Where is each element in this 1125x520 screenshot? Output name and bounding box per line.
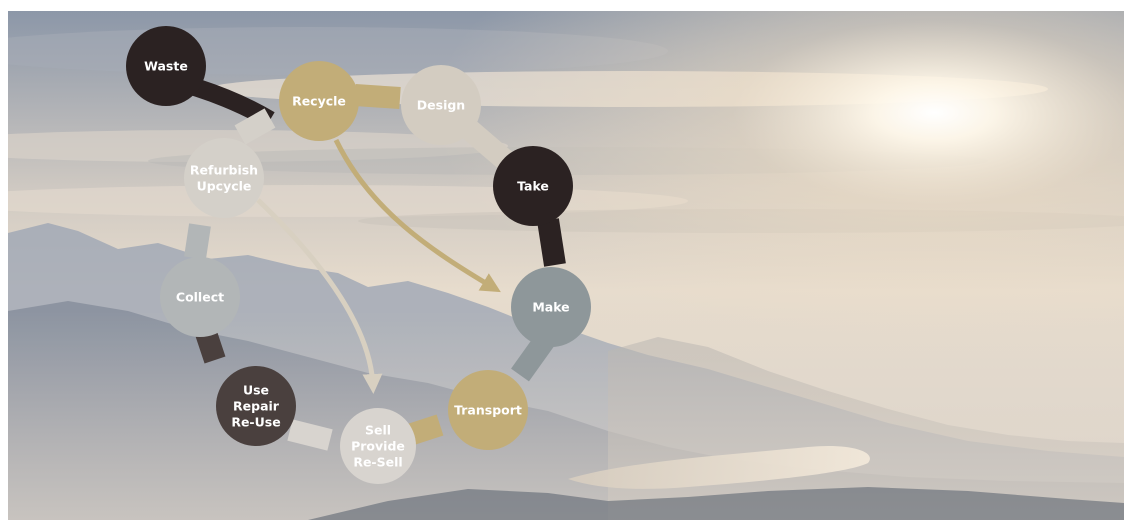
node-take-circle: [493, 146, 573, 226]
connector-take-make: [537, 218, 566, 267]
node-use-circle: [216, 366, 296, 446]
node-waste-label: Waste: [144, 59, 188, 74]
node-sell-label: Provide: [351, 439, 405, 454]
connector-make-transport: [511, 333, 554, 382]
node-waste: Waste: [126, 26, 206, 106]
node-collect-circle: [160, 257, 240, 337]
node-transport-label: Transport: [454, 403, 522, 418]
node-design-circle: [401, 65, 481, 145]
node-recycle-circle: [279, 61, 359, 141]
connector-recycle-design: [354, 84, 401, 109]
node-sell-label: Sell: [365, 423, 391, 438]
node-transport: Transport: [448, 370, 528, 450]
node-make-label: Make: [532, 300, 569, 315]
node-sell-label: Re-Sell: [353, 455, 402, 470]
node-recycle: Recycle: [279, 61, 359, 141]
cross-arrows: [256, 138, 501, 394]
node-sell-circle: [340, 408, 416, 484]
node-refurbish-circle: [184, 138, 264, 218]
arrow-recycle-to-make: [333, 138, 501, 293]
node-waste-circle: [126, 26, 206, 106]
node-take: Take: [493, 146, 573, 226]
node-refurbish-label: Refurbish: [190, 163, 258, 178]
node-use-label: Use: [243, 383, 269, 398]
node-take-label: Take: [517, 179, 549, 194]
node-transport-circle: [448, 370, 528, 450]
connector-refurbish-recycle: [234, 108, 276, 145]
node-collect: Collect: [160, 257, 240, 337]
node-use-label: Re-Use: [231, 415, 280, 430]
node-refurbish-label: Upcycle: [197, 179, 252, 194]
node-design: Design: [401, 65, 481, 145]
arrow-refurbish-to-sell: [256, 198, 383, 394]
connector-collect-refurbish: [184, 223, 211, 260]
node-design-label: Design: [417, 98, 465, 113]
node-make: Make: [511, 267, 591, 347]
node-recycle-label: Recycle: [292, 94, 346, 109]
node-use-label: Repair: [233, 399, 280, 414]
connector-design-take: [462, 121, 513, 169]
connector-sell-use: [287, 419, 333, 451]
node-make-circle: [511, 267, 591, 347]
node-collect-label: Collect: [176, 290, 224, 305]
